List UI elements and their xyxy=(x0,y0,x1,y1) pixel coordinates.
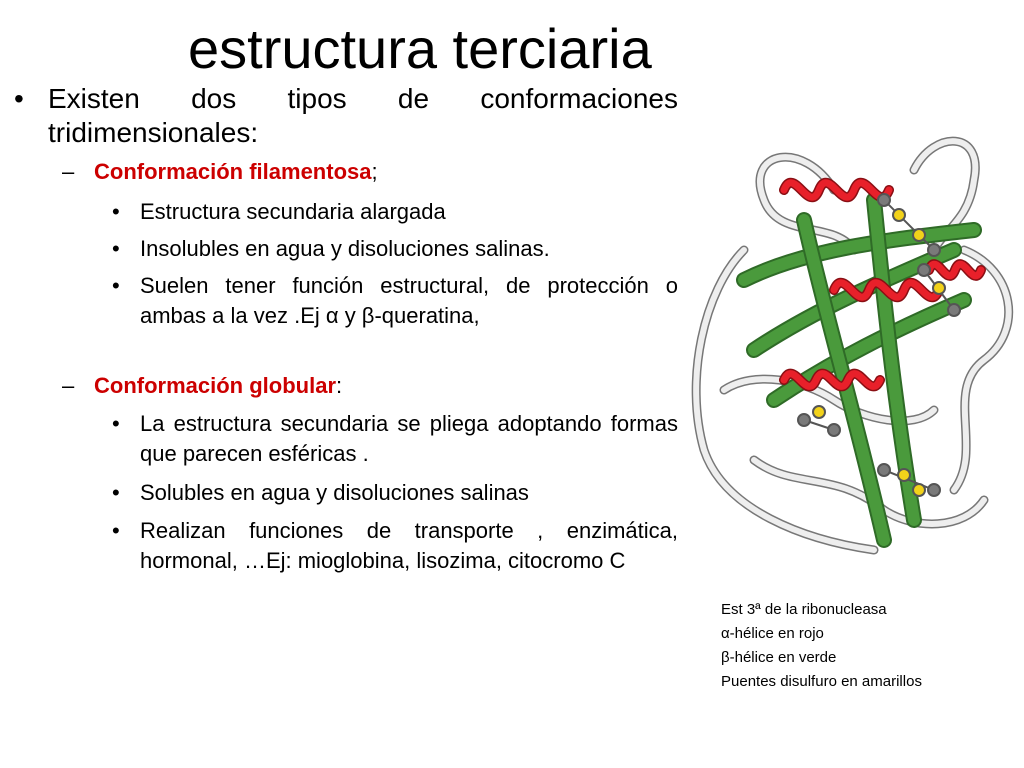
heading-suffix: ; xyxy=(371,159,378,184)
bullet-list: • Existen dos tipos de conformaciones tr… xyxy=(14,83,678,573)
list-item-text: Realizan funciones de transporte , enzim… xyxy=(140,518,678,573)
figure-caption: Est 3ª de la ribonucleasa α-hélice en ro… xyxy=(721,598,922,694)
list-item-text: Suelen tener función estructural, de pro… xyxy=(140,273,678,328)
alpha-helices xyxy=(779,177,986,392)
heading-suffix: : xyxy=(336,373,343,398)
bullet-icon: • xyxy=(112,236,120,261)
bullet-icon: • xyxy=(112,480,120,505)
ribonuclease-structure-figure xyxy=(691,136,1014,555)
slide-title: estructura terciaria xyxy=(188,17,652,80)
intro-text: Existen dos tipos de conformaciones trid… xyxy=(48,83,678,148)
caption-line: α-hélice en rojo xyxy=(721,625,824,642)
dash-icon: – xyxy=(62,159,75,184)
bullet-icon: • xyxy=(112,518,120,543)
caption-line: Puentes disulfuro en amarillos xyxy=(721,673,922,690)
caption-line: Est 3ª de la ribonucleasa xyxy=(721,601,887,618)
bullet-icon: • xyxy=(112,273,120,298)
heading-text: Conformación filamentosa xyxy=(94,159,372,184)
bullet-icon: • xyxy=(112,411,120,436)
disulfide-bridges xyxy=(797,193,961,497)
list-item-text: La estructura secundaria se pliega adopt… xyxy=(140,411,678,466)
dash-icon: – xyxy=(62,373,75,398)
list-item-text: Solubles en agua y disoluciones salinas xyxy=(140,480,529,505)
bullet-icon: • xyxy=(14,83,24,114)
bullet-icon: • xyxy=(112,199,120,224)
heading-text: Conformación globular xyxy=(94,373,336,398)
caption-line: β-hélice en verde xyxy=(721,649,837,666)
list-item-text: Insolubles en agua y disoluciones salina… xyxy=(140,236,550,261)
list-item-text: Estructura secundaria alargada xyxy=(140,199,446,224)
